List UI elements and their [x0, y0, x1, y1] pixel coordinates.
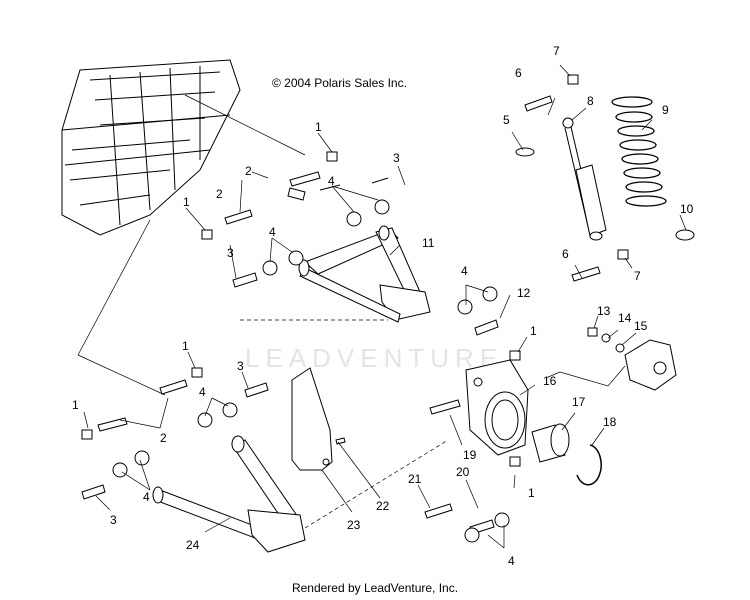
shock-absorber [562, 117, 607, 241]
callout-label: 12 [517, 286, 531, 300]
callout-label: 7 [553, 44, 560, 58]
callout-label: 17 [572, 395, 586, 409]
callout-label: 9 [662, 103, 669, 117]
callout-label: 20 [456, 465, 470, 479]
upper-a-arm [298, 225, 431, 323]
callout-label: 22 [376, 499, 390, 513]
callout-label: 23 [347, 518, 361, 532]
callout-label: 13 [597, 304, 611, 318]
callout-label: 4 [328, 174, 335, 188]
callout-label: 1 [182, 339, 189, 353]
callout-label: 18 [603, 415, 617, 429]
footer-credit: Rendered by LeadVenture, Inc. [291, 581, 459, 595]
callout-label: 6 [515, 66, 522, 80]
callout-label: 1 [183, 195, 190, 209]
callout-label: 2 [216, 187, 223, 201]
callout-label: 3 [110, 513, 117, 527]
callout-label: 4 [461, 264, 468, 278]
callout-label: 6 [562, 247, 569, 261]
callout-label: 19 [463, 448, 477, 462]
callout-label: 4 [199, 385, 206, 399]
callout-label: 3 [393, 151, 400, 165]
lower-a-arm [152, 435, 306, 553]
bearing-and-snap-ring [531, 423, 602, 486]
callout-label: 16 [543, 374, 557, 388]
callout-label: 1 [72, 398, 79, 412]
bearing-housing [465, 359, 529, 456]
callout-label: 2 [245, 164, 252, 178]
callout-labels: 1 2 3 4 1 2 3 4 11 5 6 7 8 9 10 6 7 4 12… [72, 44, 694, 568]
callout-label: 3 [227, 246, 234, 260]
callout-label: 4 [508, 554, 515, 568]
callout-label: 2 [160, 431, 167, 445]
wheel-hub [545, 339, 677, 391]
frame-assembly [61, 59, 306, 396]
callout-label: 11 [422, 236, 435, 250]
callout-label: 10 [680, 202, 694, 216]
callout-label: 21 [408, 472, 422, 486]
callout-label: 7 [634, 269, 641, 283]
watermark-text: LEADVENTURE [245, 343, 504, 373]
callout-label: 1 [315, 120, 322, 134]
callout-label: 14 [618, 311, 632, 325]
callout-label: 1 [528, 486, 535, 500]
callout-label: 5 [503, 113, 510, 127]
callout-label: 4 [143, 490, 150, 504]
callout-label: 15 [634, 319, 648, 333]
callout-label: 4 [269, 225, 276, 239]
copyright-notice: © 2004 Polaris Sales Inc. [272, 76, 407, 90]
callout-label: 1 [530, 324, 537, 338]
coil-spring [611, 96, 667, 207]
hardware [81, 74, 695, 543]
callout-label: 24 [186, 538, 200, 552]
callout-label: 3 [237, 359, 244, 373]
skid-plate [291, 367, 333, 471]
leader-lines [83, 64, 687, 549]
callout-label: 8 [587, 94, 594, 108]
